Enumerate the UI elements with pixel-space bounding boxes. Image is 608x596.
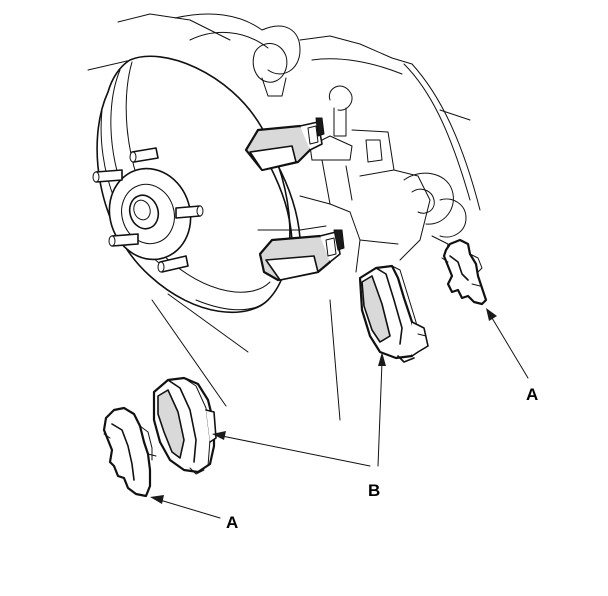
shim-left <box>102 406 157 498</box>
caliper-bracket <box>244 117 345 282</box>
callout-b: B <box>368 481 380 500</box>
brake-pad-right <box>358 264 429 363</box>
brake-pad-left <box>152 376 217 475</box>
shim-right <box>441 238 488 306</box>
upper-caliper-pin <box>244 117 325 172</box>
wheel-studs <box>92 147 204 273</box>
callout-a-left: A <box>226 513 238 532</box>
arrow-left-pad <box>212 431 226 440</box>
brake-disc <box>92 55 291 314</box>
callout-a-right: A <box>526 385 538 404</box>
arrow-left-shim <box>150 495 164 504</box>
arrow-right-shim <box>486 308 497 321</box>
leader-lines <box>150 308 529 519</box>
arrow-right-pad <box>378 352 386 366</box>
lower-caliper-pin <box>258 229 345 282</box>
